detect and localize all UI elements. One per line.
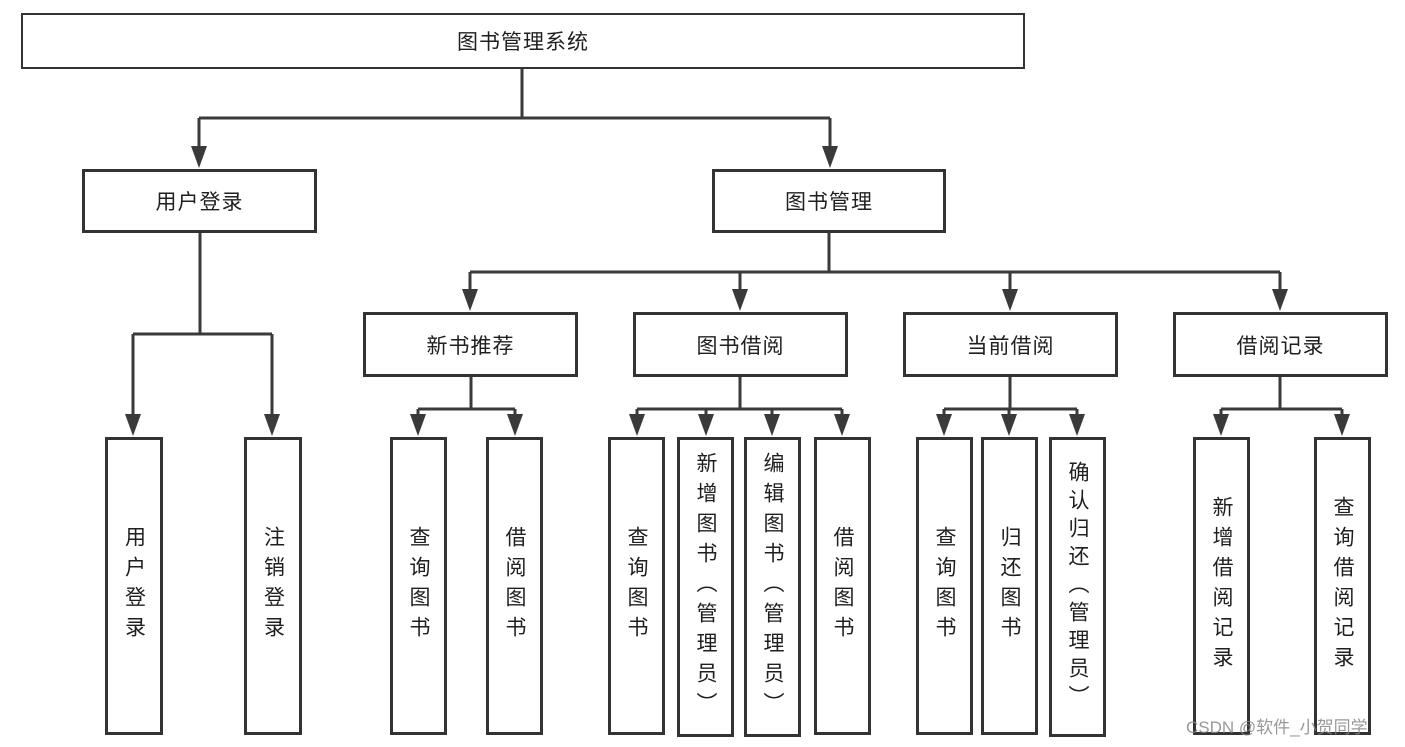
node-label: 归还图书 — [998, 526, 1021, 646]
node-label: 注销登录 — [261, 526, 285, 646]
leaf-logout: 注销登录 — [244, 437, 302, 735]
node-label: 用户登录 — [122, 526, 146, 646]
node-user-login: 用户登录 — [82, 169, 317, 233]
leaf-user-login: 用户登录 — [105, 437, 163, 735]
leaf-recommend-query-book: 查询图书 — [390, 437, 447, 735]
node-label: 编辑图书（管理员） — [761, 452, 784, 722]
node-label: 查询图书 — [407, 526, 430, 646]
node-new-book-recommendation: 新书推荐 — [363, 312, 578, 377]
node-label: 确认归还（管理员） — [1066, 461, 1089, 713]
leaf-current-query-book: 查询图书 — [916, 437, 973, 735]
leaf-records-query-record: 查询借阅记录 — [1314, 437, 1371, 735]
leaf-borrowing-edit-book-admin: 编辑图书（管理员） — [744, 437, 801, 737]
leaf-records-add-record: 新增借阅记录 — [1193, 437, 1250, 735]
node-label: 用户登录 — [155, 191, 244, 214]
node-label: 新增借阅记录 — [1210, 496, 1233, 676]
node-label: 当前借阅 — [966, 334, 1055, 358]
leaf-current-confirm-return-admin: 确认归还（管理员） — [1049, 437, 1106, 737]
node-book-management: 图书管理 — [712, 169, 946, 233]
node-label: 新书推荐 — [426, 334, 515, 358]
node-label: 查询图书 — [625, 526, 648, 646]
node-label: 图书管理系统 — [457, 31, 589, 54]
node-label: 图书管理 — [785, 191, 873, 214]
node-label: 借阅图书 — [831, 526, 854, 646]
node-library-management-system: 图书管理系统 — [21, 13, 1025, 69]
node-label: 新增图书（管理员） — [694, 452, 717, 722]
node-label: 借阅记录 — [1236, 334, 1325, 358]
node-label: 图书借阅 — [696, 334, 785, 358]
leaf-recommend-borrow-book: 借阅图书 — [486, 437, 543, 735]
node-current-borrowing: 当前借阅 — [903, 312, 1118, 377]
leaf-borrowing-borrow-book: 借阅图书 — [814, 437, 871, 735]
leaf-borrowing-add-book-admin: 新增图书（管理员） — [677, 437, 734, 737]
csdn-watermark: CSDN @软件_小贺同学 — [1186, 718, 1368, 737]
leaf-current-return-book: 归还图书 — [981, 437, 1038, 735]
node-borrowing-records: 借阅记录 — [1173, 312, 1388, 377]
leaf-borrowing-query-book: 查询图书 — [608, 437, 665, 735]
node-label: 查询借阅记录 — [1331, 496, 1354, 676]
node-book-borrowing: 图书借阅 — [633, 312, 848, 377]
node-label: 查询图书 — [933, 526, 956, 646]
node-label: 借阅图书 — [503, 526, 526, 646]
